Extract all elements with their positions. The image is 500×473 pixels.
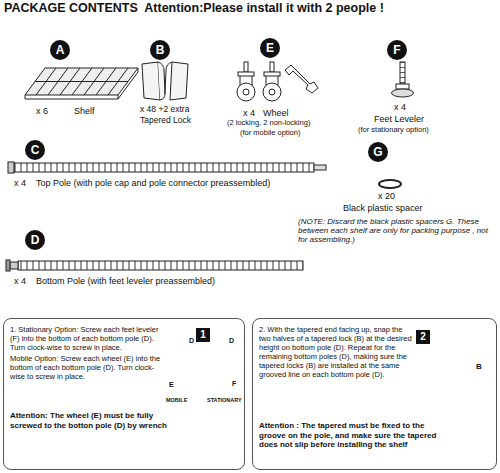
part-name: Feet Leveler	[374, 114, 424, 124]
option-label: MOBILE	[166, 397, 187, 403]
part-note: (for mobile option)	[240, 129, 300, 138]
shelf-drawing-part	[25, 68, 138, 95]
wheel-drawing	[237, 62, 318, 101]
letter-circle: E	[260, 38, 280, 58]
wheel-drawing-part	[244, 62, 248, 72]
letter-label: C	[25, 140, 45, 160]
part-name: Top Pole (with pole cap and pole connect…	[36, 178, 270, 188]
quantity: x 4	[243, 108, 255, 118]
part-note: (2 locking, 2 non-locking)	[227, 119, 310, 128]
instruction-panel: 1. Stationary Option: Screw each feet le…	[3, 318, 245, 470]
bottom-pole-drawing	[6, 260, 303, 271]
letter-circle: B	[150, 40, 170, 60]
top-pole-drawing-part	[14, 163, 314, 172]
quantity: x 4	[394, 102, 406, 112]
letter-circle: D	[25, 230, 45, 250]
top-pole-drawing-part	[314, 165, 326, 170]
part-name: Bottom Pole (with feet leveler preassemb…	[36, 276, 215, 286]
letter-label: D	[25, 230, 45, 250]
quantity: x 20	[378, 191, 395, 201]
wheel-drawing-part	[270, 62, 274, 72]
callout-letter: D	[189, 337, 194, 345]
step-number-box: 2	[416, 330, 430, 344]
letter-circle: G	[368, 142, 388, 162]
shelf-drawing	[25, 68, 138, 99]
tapered-lock-drawing	[142, 62, 188, 100]
feet-leveler-drawing-part	[400, 62, 405, 84]
letter-label: 2	[416, 330, 430, 344]
letter-label: E	[260, 38, 280, 58]
option-label: STATIONARY	[207, 397, 242, 403]
wheel-drawing-part	[237, 83, 255, 101]
tapered-lock-drawing-part	[170, 62, 188, 100]
bottom-pole-drawing-part	[10, 262, 18, 269]
callout-letter: F	[232, 380, 236, 388]
page-title: PACKAGE CONTENTS Attention:Please instal…	[4, 1, 384, 15]
letter-label: A	[50, 40, 70, 60]
bottom-pole-drawing-part	[18, 261, 303, 270]
feet-leveler-drawing-part	[392, 89, 414, 97]
quantity: x 4	[14, 178, 26, 188]
wheel-drawing-part	[238, 72, 254, 76]
callout-letter: E	[169, 381, 174, 389]
letter-label: B	[150, 40, 170, 60]
feet-leveler-drawing	[392, 62, 414, 97]
callout-letter: B	[476, 362, 482, 371]
attention-note: Attention : The tapered must be fixed to…	[259, 421, 439, 450]
packing-note: (NOTE: Discard the black plastic spacers…	[298, 217, 494, 245]
letter-label: G	[368, 142, 388, 162]
part-name: Wheel	[263, 108, 289, 118]
bottom-pole-drawing-part	[6, 260, 10, 271]
wheel-drawing-part	[264, 72, 280, 76]
tapered-lock-drawing-part	[158, 62, 165, 100]
instruction-text: Mobile Option: Screw each wheel (E) into…	[10, 354, 168, 381]
feet-leveler-drawing-part	[396, 84, 409, 89]
letter-circle: A	[50, 40, 70, 60]
quantity: x 6	[36, 106, 48, 116]
tapered-lock-drawing-part	[142, 62, 160, 100]
instruction-panel: 2. With the tapered end facing up, snap …	[252, 318, 497, 470]
attention-note: Attention: The wheel (E) must be fully s…	[10, 411, 170, 430]
spacer-drawing	[379, 180, 401, 188]
part-name: Tapered Lock	[140, 116, 191, 126]
wheel-drawing-part	[243, 89, 249, 95]
letter-label: 1	[196, 328, 210, 342]
spacer-drawing-part	[379, 180, 401, 188]
tapered-lock-drawing-part	[165, 62, 172, 94]
letter-circle: F	[387, 40, 407, 60]
part-name: Black plastic spacer	[343, 203, 423, 213]
top-pole-drawing	[8, 162, 326, 173]
shelf-drawing-part	[35, 81, 128, 82]
wheel-drawing-part	[285, 65, 318, 93]
quantity: x 48 +2 extra	[140, 105, 189, 115]
wheel-drawing-part	[263, 83, 281, 101]
part-note: (for stationary option)	[358, 126, 429, 135]
shelf-drawing-part	[36, 68, 128, 95]
letter-circle: C	[25, 140, 45, 160]
wheel-drawing-part	[269, 89, 275, 95]
letter-label: F	[387, 40, 407, 60]
quantity: x 4	[14, 276, 26, 286]
instruction-text: 2. With the tapered end facing up, snap …	[259, 325, 414, 379]
instruction-text: 1. Stationary Option: Screw each feet le…	[10, 325, 168, 352]
top-pole-drawing-part	[8, 162, 14, 173]
part-name: Shelf	[74, 106, 95, 116]
step-number-box: 1	[196, 328, 210, 342]
shelf-drawing-part	[25, 68, 138, 99]
callout-letter: D	[229, 337, 234, 345]
